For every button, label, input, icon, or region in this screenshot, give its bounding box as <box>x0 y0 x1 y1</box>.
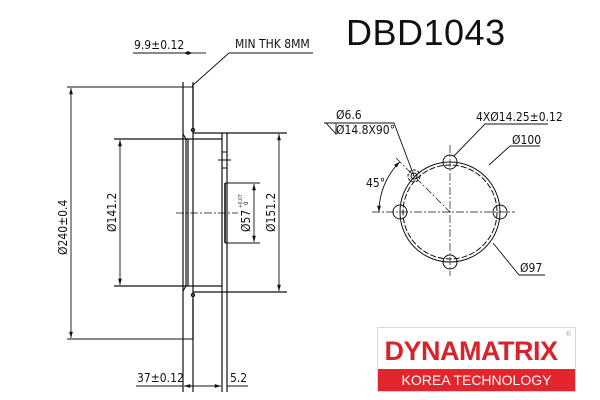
bolt-hole-bottom <box>442 254 458 270</box>
side-dimension-labels: 9.9±0.12 MIN THK 8MM Ø240±0.4 Ø141.2 Ø15… <box>56 37 310 385</box>
angle-label: 45° <box>366 176 385 190</box>
registered-mark: ® <box>565 331 571 338</box>
center-bore-label: Ø57 <box>239 210 253 232</box>
part-number-title: DBD1043 <box>346 12 506 53</box>
front-dimension-labels: Ø6.6 Ø14.8X90° 4XØ14.25±0.12 Ø100 Ø97 45… <box>336 108 563 275</box>
front-view <box>324 122 548 276</box>
side-dimension-lines <box>69 51 313 388</box>
min-thickness-label: MIN THK 8MM <box>235 37 310 51</box>
bore-tol-upper: +0.07 <box>238 194 244 208</box>
screw-hole-label: Ø6.6 <box>336 108 362 122</box>
screw-hole-inner <box>410 172 418 180</box>
thickness-label: 9.9±0.12 <box>134 38 184 52</box>
brand-logo: DYNAMATRIX ® KOREA TECHNOLOGY <box>377 327 576 392</box>
bolt-hole-right <box>492 204 508 220</box>
overall-height-label: 37±0.12 <box>137 371 184 385</box>
bolt-hole-left <box>392 204 408 220</box>
hat-thickness-label: 5.2 <box>230 371 247 385</box>
hub-diameter-label: Ø97 <box>520 261 542 275</box>
logo-tagline: KOREA TECHNOLOGY <box>378 369 575 391</box>
bolt-hole-top <box>442 154 458 170</box>
logo-brand-text: DYNAMATRIX <box>384 336 559 366</box>
side-section-view <box>67 82 287 392</box>
bolt-holes-label: 4XØ14.25±0.12 <box>476 110 563 124</box>
hat-inner-diameter-label: Ø141.2 <box>105 193 119 232</box>
hat-outer-diameter-label: Ø151.2 <box>264 193 278 232</box>
bore-tol-lower: 0 <box>243 201 250 205</box>
countersink-label: Ø14.8X90° <box>336 123 395 137</box>
outer-diameter-label: Ø240±0.4 <box>56 200 70 255</box>
bolt-circle-label: Ø100 <box>512 133 541 147</box>
screw-hole-outer <box>407 169 421 183</box>
